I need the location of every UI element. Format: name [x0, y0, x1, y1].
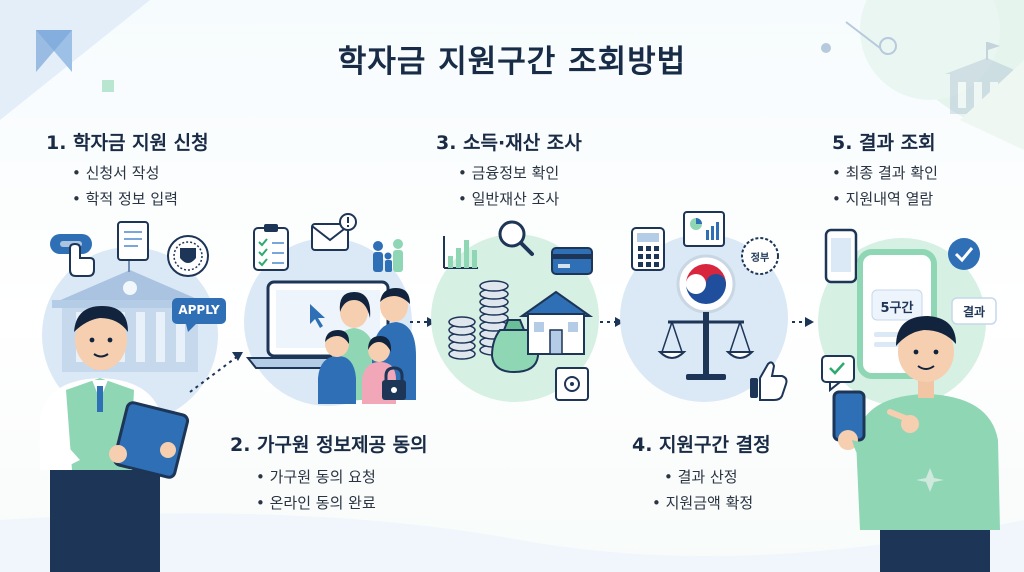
step3-title: 3. 소득·재산 조사 — [436, 132, 582, 154]
magnifier-icon — [498, 220, 534, 256]
step2-title: 2. 가구원 정보제공 동의 — [230, 434, 428, 456]
step1-bullet-1: 신청서 작성 — [72, 162, 160, 183]
flow-arrow — [189, 355, 239, 393]
coin-stack-icon — [448, 280, 509, 360]
safe-icon — [555, 367, 589, 401]
step1-bullet-2: 학적 정보 입력 — [72, 188, 178, 209]
decor-line — [845, 21, 881, 49]
apply-sign — [172, 298, 226, 332]
step2-bullet-1: 가구원 동의 요청 — [256, 466, 376, 487]
step4-bullet-2: 지원금액 확정 — [652, 492, 754, 513]
taegeuk-emblem-icon — [676, 254, 736, 314]
step4-title: 4. 지원구간 결정 — [632, 434, 771, 456]
decor-square — [102, 80, 114, 92]
money-bag-icon — [490, 319, 540, 374]
flow-arrow-head — [805, 317, 814, 327]
corner-triangle-icon — [36, 30, 72, 72]
step5-bullet-1: 최종 결과 확인 — [832, 162, 938, 183]
decor-ring — [879, 37, 897, 55]
credit-card-icon — [551, 247, 593, 275]
flow-arrow-head — [232, 352, 243, 361]
check-badge-icon — [948, 238, 980, 270]
step3-bullet-2: 일반재산 조사 — [458, 188, 560, 209]
university-seal-icon — [167, 235, 209, 277]
family-members-icon — [318, 288, 416, 404]
step3-bullet-1: 금융정보 확인 — [458, 162, 560, 183]
balance-scale-icon — [657, 312, 755, 380]
result-phone-icon — [857, 249, 937, 379]
checklist-icon — [253, 224, 289, 271]
click-button-icon — [50, 234, 95, 277]
decor-shape — [960, 60, 1024, 150]
application-document-icon — [117, 221, 149, 261]
family-icon — [373, 239, 403, 272]
report-chart-icon — [683, 211, 725, 247]
mail-notification-icon — [311, 213, 357, 251]
bar-chart-icon — [443, 236, 478, 269]
thumbs-up-icon — [750, 361, 788, 401]
lock-icon — [382, 366, 406, 400]
student-person-icon — [39, 306, 190, 572]
smartphone-icon — [824, 228, 858, 284]
result-tag-label: 결과 — [962, 305, 986, 319]
step2-bullet-2: 온라인 동의 완료 — [256, 492, 376, 513]
decor-circle — [860, 0, 1000, 100]
decor-dot — [821, 43, 831, 53]
apply-sign-label: APPLY — [178, 303, 220, 317]
step5-bullet-2: 지원내역 열람 — [832, 188, 934, 209]
result-tag — [951, 297, 997, 325]
ground-shape — [0, 513, 1024, 572]
step4-bullet-1: 결과 산정 — [664, 466, 738, 487]
step1-title: 1. 학자금 지원 신청 — [46, 132, 209, 154]
step5-title: 5. 결과 조회 — [832, 132, 936, 154]
government-seal-icon — [741, 237, 779, 275]
calculator-icon — [631, 227, 665, 271]
house-icon — [518, 290, 594, 355]
gov-seal-label: 정부 — [750, 253, 770, 264]
chat-check-icon — [821, 355, 855, 393]
step3-circle — [431, 234, 599, 402]
phone-result-label: 5구간 — [880, 301, 914, 316]
flow-arrow-head — [615, 317, 624, 327]
student-person-icon — [832, 316, 1000, 572]
page-title: 학자금 지원구간 조회방법 — [337, 44, 687, 80]
